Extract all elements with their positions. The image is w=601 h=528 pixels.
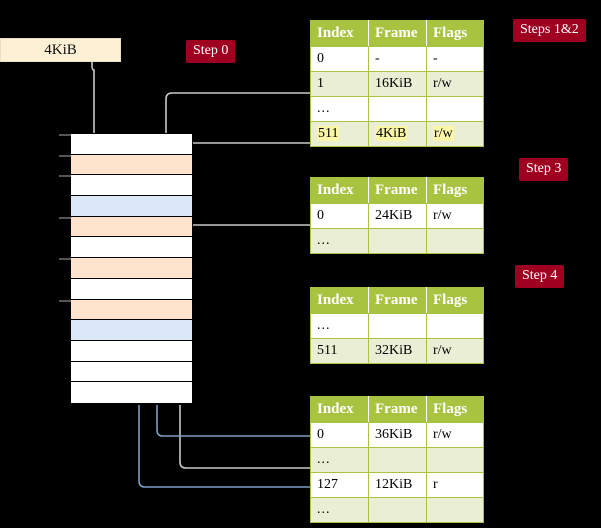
table-cell-index: ... [310,228,369,254]
table-cell-index: 0 [310,46,369,72]
table-row[interactable]: ... [310,497,484,523]
memory-row-tick [59,216,71,219]
table-cell-flags: r/w [426,422,484,448]
table-cell-frame: 32KiB [368,338,427,364]
table-cell-flags: r/w [426,338,484,364]
memory-frame-row [71,320,192,341]
table-cell-frame [368,228,427,254]
memory-frame-row [71,175,192,197]
table-header-index: Index [310,287,369,314]
table-row[interactable]: ... [310,447,484,473]
table-header-frame: Frame [368,177,427,204]
table-header-flags: Flags [426,287,484,314]
table-cell-index: ... [310,313,369,339]
table-header-flags: Flags [426,177,484,204]
table-cell-frame [368,447,427,473]
step-badge-step-3: Step 3 [519,158,569,181]
memory-row-tick [59,299,71,302]
memory-frame-row [71,361,192,383]
memory-frame-row [71,154,192,176]
table-cell-flags: - [426,46,484,72]
table-header-index: Index [310,177,369,204]
memory-row-tick [59,258,71,261]
table-cell-flags: r/w [426,121,484,147]
memory-frame-row [71,340,192,362]
physical-memory-column [70,133,193,405]
table-cell-index: 127 [310,472,369,498]
source-frame-label: 4KiB [44,42,77,58]
table-row[interactable]: ... [310,313,484,339]
table-cell-index: 0 [310,203,369,229]
table-cell-flags: r/w [426,203,484,229]
table-header-frame: Frame [368,287,427,314]
memory-frame-row [71,258,192,279]
memory-row-tick [59,134,71,136]
table-cell-frame [368,497,427,523]
table-row[interactable]: ... [310,228,484,254]
table-header-frame: Frame [368,20,427,47]
table-header-flags: Flags [426,20,484,47]
memory-frame-row [71,237,192,259]
table-header-flags: Flags [426,396,484,423]
table-cell-flags: r/w [426,71,484,97]
table-cell-index: ... [310,96,369,122]
table-cell-index: 511 [310,338,369,364]
table-header-index: Index [310,20,369,47]
step-badge-step-0: Step 0 [186,40,236,63]
table-cell-frame: 24KiB [368,203,427,229]
table-header-index: Index [310,396,369,423]
memory-row-tick [59,154,71,157]
table-cell-index: 0 [310,422,369,448]
memory-frame-row [71,382,192,403]
table-cell-frame [368,313,427,339]
table-cell-frame [368,96,427,122]
memory-frame-row [71,299,192,321]
step-badge-steps-1-2: Steps 1&2 [513,19,586,42]
table-cell-flags [426,313,484,339]
memory-frame-row [71,278,192,300]
table-row[interactable]: 0-- [310,46,484,72]
table-cell-frame: 4KiB [368,121,427,147]
table-cell-index: 1 [310,71,369,97]
table-cell-flags [426,497,484,523]
step-badge-step-4: Step 4 [515,265,565,288]
table-cell-index: 511 [310,121,369,147]
memory-row-tick [59,175,71,178]
table-cell-frame: 16KiB [368,71,427,97]
table-cell-index: ... [310,447,369,473]
table-cell-frame: 36KiB [368,422,427,448]
memory-frame-row [71,196,192,217]
table-cell-flags [426,96,484,122]
table-header-frame: Frame [368,396,427,423]
table-row[interactable]: ... [310,96,484,122]
table-cell-flags [426,447,484,473]
memory-frame-row [71,134,192,155]
table-cell-flags: r [426,472,484,498]
table-cell-frame: 12KiB [368,472,427,498]
source-frame-box: 4KiB [0,38,121,62]
table-cell-frame: - [368,46,427,72]
memory-frame-row [71,216,192,238]
table-cell-flags [426,228,484,254]
table-cell-index: ... [310,497,369,523]
